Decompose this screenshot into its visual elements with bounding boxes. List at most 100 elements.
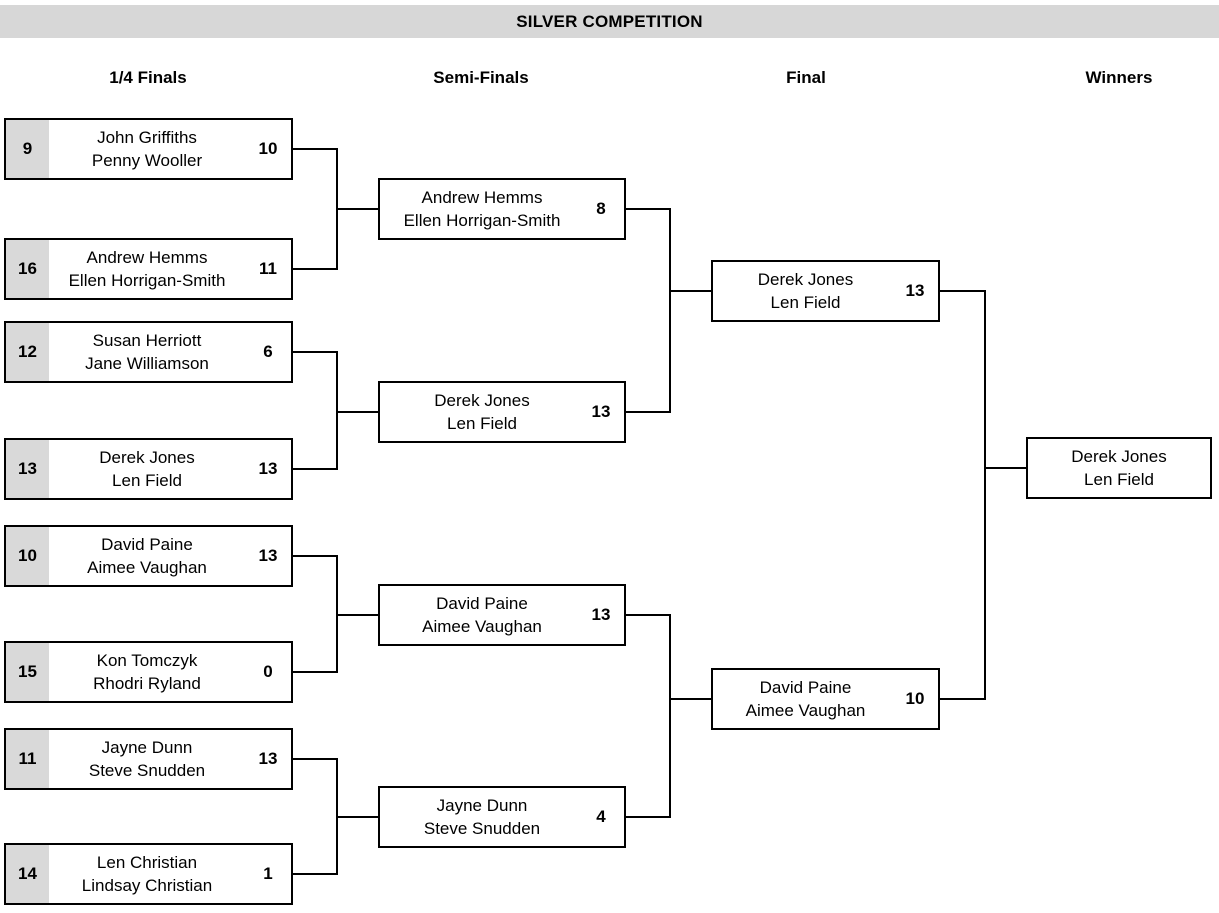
names-final-2: David Paine Aimee Vaughan <box>719 670 892 728</box>
seed-qf-8: 14 <box>6 845 49 903</box>
match-box-sf-2[interactable]: Derek Jones Len Field 13 <box>378 381 626 443</box>
player-name: Rhodri Ryland <box>93 674 201 693</box>
names-qf-7: Jayne Dunn Steve Snudden <box>49 730 245 788</box>
connector-qf4-out <box>293 468 338 470</box>
connector-qf6-out <box>293 671 338 673</box>
score-sf-3: 13 <box>591 605 611 624</box>
seed-qf-6: 15 <box>6 643 49 701</box>
connector-qf1-out <box>293 148 338 150</box>
connector-pair2-vertical <box>336 351 338 470</box>
player-name: Susan Herriott <box>92 330 202 350</box>
player-name: Aimee Vaughan <box>422 617 542 636</box>
connector-sf3-out <box>626 614 671 616</box>
player-name: Ellen Horrigan-Smith <box>68 271 226 290</box>
player-name: Kon Tomczyk <box>96 650 198 670</box>
connector-qf7-out <box>293 758 338 760</box>
competition-title-bar: SILVER COMPETITION <box>0 5 1219 38</box>
match-box-sf-3[interactable]: David Paine Aimee Vaughan 13 <box>378 584 626 646</box>
seed-qf-5: 10 <box>6 527 49 585</box>
connector-sf2-out <box>626 411 671 413</box>
score-qf-5: 13 <box>258 546 278 565</box>
connector-sf4-in <box>336 816 380 818</box>
player-name: Andrew Hemms <box>86 247 208 267</box>
player-name: Jayne Dunn <box>101 737 193 757</box>
match-box-sf-4[interactable]: Jayne Dunn Steve Snudden 4 <box>378 786 626 848</box>
player-name: Lindsay Christian <box>81 876 213 895</box>
score-sf-1: 8 <box>596 199 606 218</box>
names-qf-1: John Griffiths Penny Wooller <box>49 120 245 178</box>
connector-final2-out <box>940 698 986 700</box>
names-qf-2: Andrew Hemms Ellen Horrigan-Smith <box>49 240 245 298</box>
player-name: Len Field <box>1084 470 1154 489</box>
connector-winner-in <box>984 467 1028 469</box>
names-qf-8: Len Christian Lindsay Christian <box>49 845 245 903</box>
round-header-winners: Winners <box>1085 68 1153 87</box>
player-name: David Paine <box>436 593 528 613</box>
match-box-qf-7[interactable]: 11 Jayne Dunn Steve Snudden 13 <box>4 728 293 790</box>
names-qf-5: David Paine Aimee Vaughan <box>49 527 245 585</box>
names-sf-3: David Paine Aimee Vaughan <box>386 586 578 644</box>
names-sf-2: Derek Jones Len Field <box>386 383 578 441</box>
match-box-qf-3[interactable]: 12 Susan Herriott Jane Williamson 6 <box>4 321 293 383</box>
connector-final1-out <box>940 290 986 292</box>
player-name: David Paine <box>759 677 852 697</box>
connector-final1-in <box>669 290 713 292</box>
match-box-qf-2[interactable]: 16 Andrew Hemms Ellen Horrigan-Smith 11 <box>4 238 293 300</box>
score-qf-8: 1 <box>263 864 273 883</box>
player-name: Aimee Vaughan <box>745 701 866 720</box>
connector-qf5-out <box>293 555 338 557</box>
player-name: Derek Jones <box>1071 446 1167 466</box>
match-box-qf-1[interactable]: 9 John Griffiths Penny Wooller 10 <box>4 118 293 180</box>
match-box-sf-1[interactable]: Andrew Hemms Ellen Horrigan-Smith 8 <box>378 178 626 240</box>
score-sf-4: 4 <box>596 807 606 826</box>
match-box-final-1[interactable]: Derek Jones Len Field 13 <box>711 260 940 322</box>
connector-qf2-out <box>293 268 338 270</box>
player-name: Len Field <box>447 414 517 433</box>
connector-final2-in <box>669 698 713 700</box>
player-name: Ellen Horrigan-Smith <box>403 211 561 230</box>
connector-qf8-out <box>293 873 338 875</box>
match-box-qf-5[interactable]: 10 David Paine Aimee Vaughan 13 <box>4 525 293 587</box>
player-name: Aimee Vaughan <box>87 558 207 577</box>
names-final-1: Derek Jones Len Field <box>719 262 892 320</box>
round-header-semi-finals: Semi-Finals <box>433 68 529 87</box>
player-name: Steve Snudden <box>88 761 206 780</box>
names-qf-4: Derek Jones Len Field <box>49 440 245 498</box>
seed-qf-2: 16 <box>6 240 49 298</box>
player-name: Jayne Dunn <box>436 795 528 815</box>
player-name: Derek Jones <box>434 390 530 410</box>
connector-sf3-in <box>336 614 380 616</box>
names-qf-6: Kon Tomczyk Rhodri Ryland <box>49 643 245 701</box>
round-header-quarter-finals: 1/4 Finals <box>109 68 187 87</box>
player-name: Derek Jones <box>757 269 854 289</box>
connector-sf1-out <box>626 208 671 210</box>
player-name: Derek Jones <box>99 447 195 467</box>
match-box-qf-6[interactable]: 15 Kon Tomczyk Rhodri Ryland 0 <box>4 641 293 703</box>
match-box-qf-4[interactable]: 13 Derek Jones Len Field 13 <box>4 438 293 500</box>
score-qf-7: 13 <box>258 749 278 768</box>
connector-sf2-in <box>336 411 380 413</box>
score-qf-3: 6 <box>263 342 273 361</box>
match-box-final-2[interactable]: David Paine Aimee Vaughan 10 <box>711 668 940 730</box>
player-name: Penny Wooller <box>91 151 203 170</box>
competition-title: SILVER COMPETITION <box>516 12 703 31</box>
player-name: Steve Snudden <box>423 819 541 838</box>
player-name: Len Field <box>112 471 182 490</box>
score-qf-6: 0 <box>263 662 273 681</box>
score-final-2: 10 <box>905 689 925 708</box>
score-qf-4: 13 <box>258 459 278 478</box>
connector-sfpair1-vertical <box>669 208 671 413</box>
player-name: David Paine <box>101 534 193 554</box>
player-name: Len Field <box>770 293 841 312</box>
player-name: John Griffiths <box>97 127 197 147</box>
match-box-qf-8[interactable]: 14 Len Christian Lindsay Christian 1 <box>4 843 293 905</box>
match-box-winner[interactable]: Derek Jones Len Field <box>1026 437 1212 499</box>
connector-finalpair-vertical <box>984 290 986 700</box>
connector-sf1-in <box>336 208 380 210</box>
score-sf-2: 13 <box>591 402 611 421</box>
score-qf-1: 10 <box>258 139 278 158</box>
player-name: Len Christian <box>96 852 198 872</box>
connector-qf3-out <box>293 351 338 353</box>
names-qf-3: Susan Herriott Jane Williamson <box>49 323 245 381</box>
